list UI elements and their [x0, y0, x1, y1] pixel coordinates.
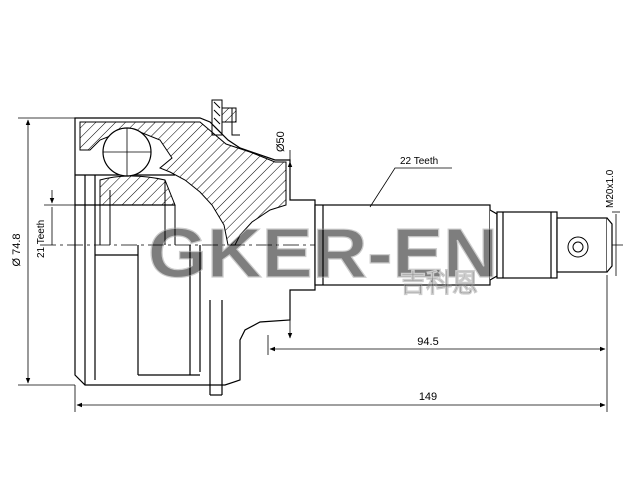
cotter-pin-hole	[567, 236, 589, 258]
inner-race	[99, 175, 176, 245]
label-overall-diameter: Ø 74.8	[11, 233, 23, 266]
label-shaft-length: 94.5	[417, 336, 438, 348]
label-inner-teeth: 21 Teeth	[36, 220, 47, 258]
dimension-total-length	[74, 355, 608, 412]
label-outer-teeth: 22 Teeth	[400, 156, 438, 167]
leader-outer-teeth	[369, 167, 452, 208]
label-thread: M20x1.0	[605, 169, 616, 208]
watermark-chinese: 吉科恩	[400, 268, 478, 298]
label-total-length: 149	[419, 391, 437, 403]
dimension-thread	[612, 211, 620, 276]
threaded-stub	[496, 211, 613, 279]
watermark: GKER-EN 吉科恩	[147, 213, 498, 298]
label-neck-diameter: Ø50	[275, 131, 287, 152]
watermark-brand: GKER-EN	[148, 214, 498, 292]
dimension-overall-diameter	[18, 117, 75, 386]
dimension-inner-teeth	[44, 190, 75, 245]
spline-shaft	[314, 204, 498, 286]
boot-clamp	[211, 99, 240, 136]
dimension-shaft-length	[267, 275, 608, 355]
